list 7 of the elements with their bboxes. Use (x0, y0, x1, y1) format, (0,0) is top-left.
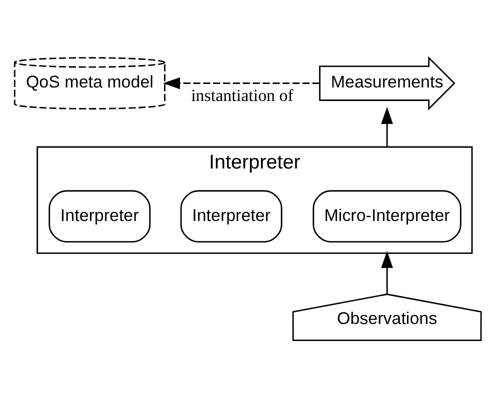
node-box: Interpreter (180, 190, 282, 242)
node-box: Interpreter (48, 190, 150, 242)
arrow (162, 76, 319, 89)
node-box: Micro-Interpreter (312, 190, 461, 242)
arrow (380, 250, 392, 294)
arrow (380, 106, 392, 146)
edge-label: instantiation of (190, 86, 293, 105)
